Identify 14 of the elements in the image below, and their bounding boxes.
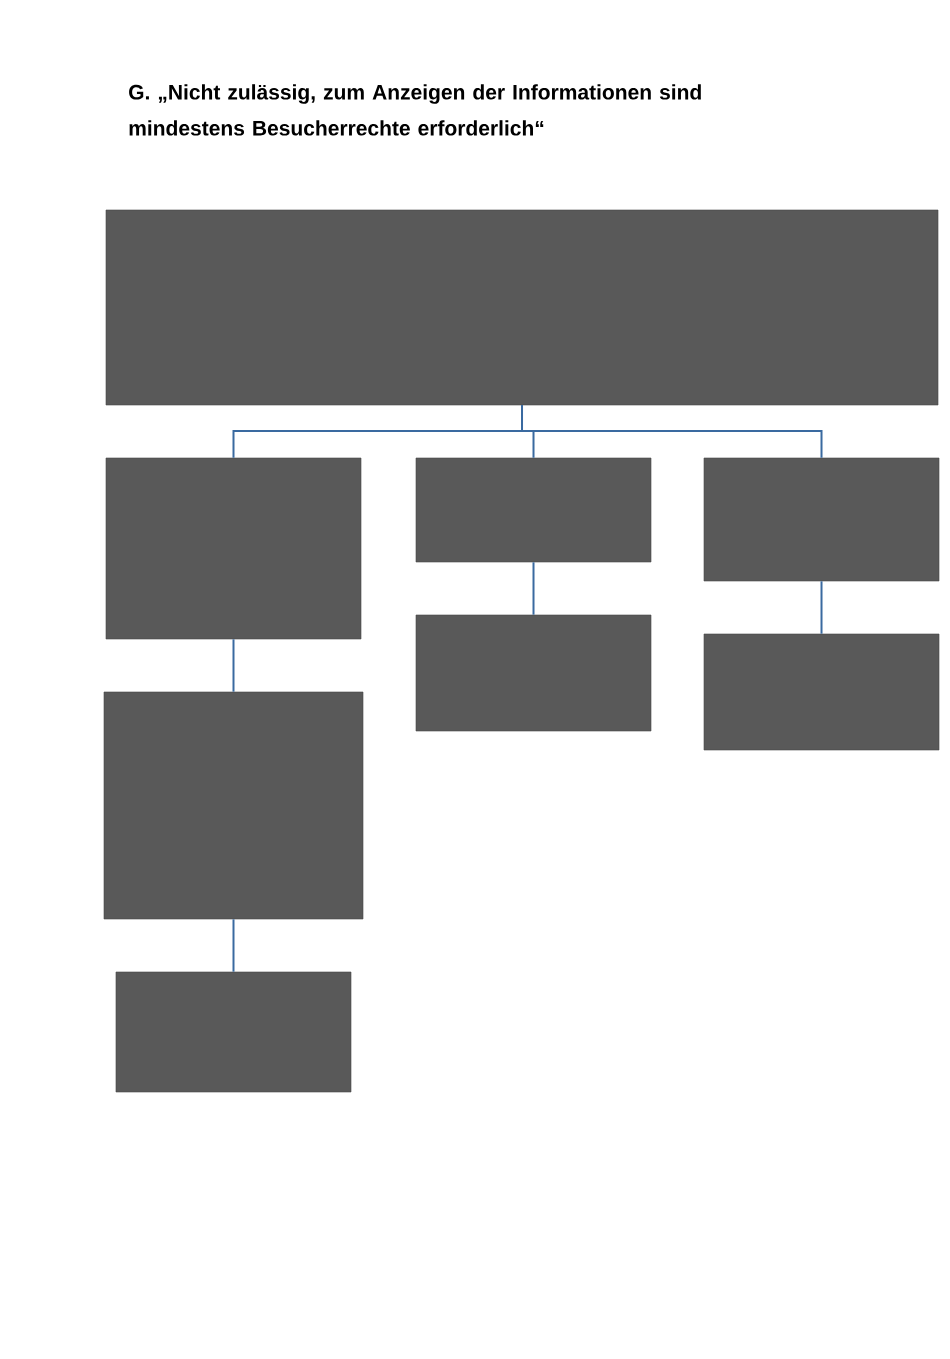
connector-line <box>532 561 535 616</box>
connector-line <box>820 580 823 635</box>
connector-line <box>521 404 823 459</box>
title: G. „Nicht zulässig, zum Anzeigen der Informationen sind mindestens Besucherrechte erforderlich“ <box>129 84 701 136</box>
box <box>103 691 364 920</box>
box <box>105 209 939 406</box>
box <box>703 457 940 582</box>
connector-line <box>232 638 235 693</box>
connector-line <box>232 918 235 973</box>
box <box>105 457 362 640</box>
box <box>415 457 652 563</box>
box <box>415 614 652 732</box>
box <box>703 633 940 751</box>
box <box>115 971 352 1093</box>
